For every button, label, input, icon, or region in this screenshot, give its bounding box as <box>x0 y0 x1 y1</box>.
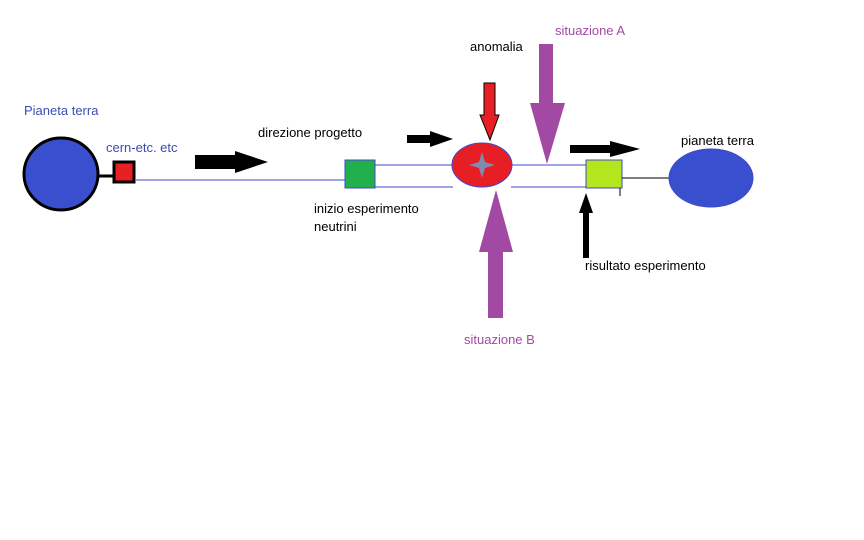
label-pianeta-terra-right: pianeta terra <box>681 133 754 148</box>
label-pianeta-terra-left: Pianeta terra <box>24 103 99 118</box>
anomaly-arrow <box>479 82 500 142</box>
label-direzione-progetto: direzione progetto <box>258 125 363 140</box>
result-box <box>585 159 623 189</box>
label-anomalia: anomalia <box>470 39 523 54</box>
direction-arrow-3 <box>570 141 640 157</box>
start-experiment-box <box>344 159 376 189</box>
label-situazione-a: situazione A <box>555 23 626 38</box>
situation-b-arrow <box>479 190 513 318</box>
label-risultato-esperimento: risultato esperimento <box>585 258 706 273</box>
direction-arrow-2 <box>407 131 453 147</box>
label-inizio-esperimento: inizio esperimento <box>314 201 419 216</box>
planet-earth-left <box>22 136 100 212</box>
label-neutrini: neutrini <box>314 219 357 234</box>
cern-box <box>112 160 136 184</box>
situation-a-arrow <box>530 44 565 164</box>
direction-arrow-1 <box>195 151 268 173</box>
result-arrow <box>579 193 593 258</box>
anomaly-star-icon <box>469 152 495 178</box>
planet-earth-right <box>668 148 754 208</box>
label-situazione-b: situazione B <box>464 332 535 347</box>
label-cern: cern-etc. etc <box>106 140 178 155</box>
